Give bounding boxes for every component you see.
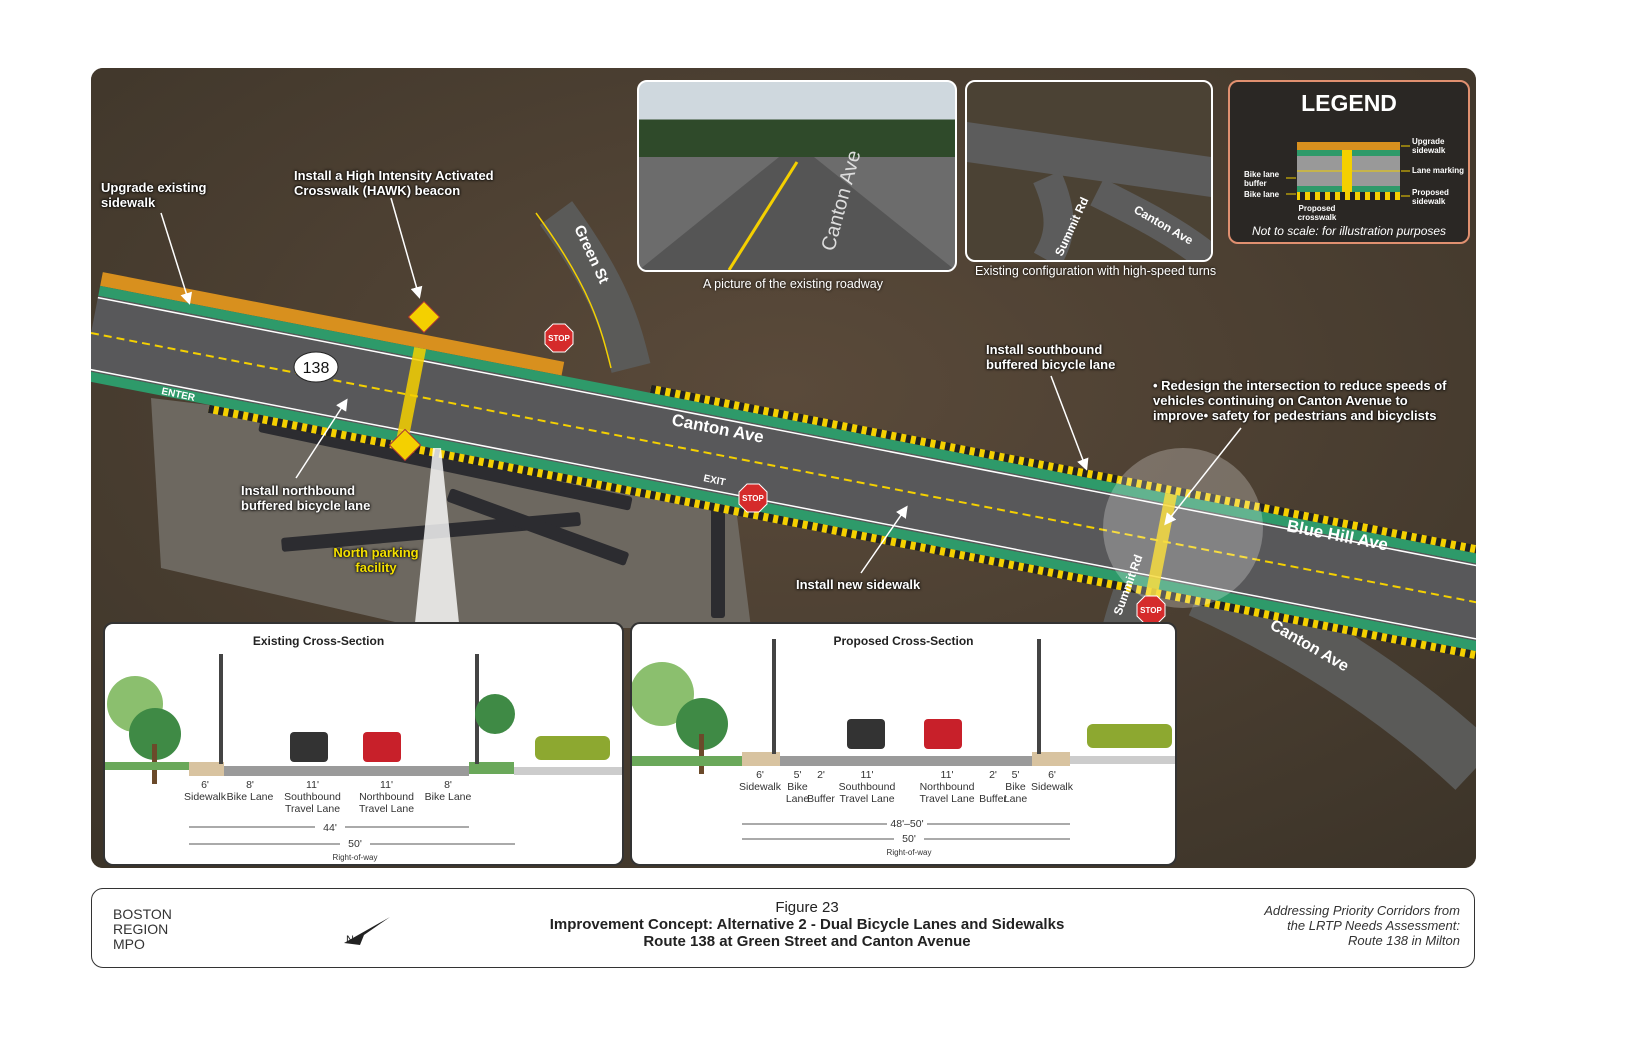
svg-text:138: 138 bbox=[303, 360, 330, 377]
hawk-beacon-icon bbox=[388, 428, 422, 462]
legend-title: LEGEND bbox=[1301, 90, 1397, 116]
svg-text:STOP: STOP bbox=[742, 494, 764, 503]
proposed-sidewalk-north bbox=[649, 384, 1476, 565]
stop-sign-icon: STOP bbox=[1136, 595, 1166, 625]
dimension-segment: 6'Sidewalk bbox=[1030, 769, 1074, 793]
stop-sign-icon: STOP bbox=[738, 483, 768, 513]
hawk-beacon-icon bbox=[407, 300, 441, 334]
dimension-segment: 2'Buffer bbox=[979, 769, 1007, 805]
svg-text:EXIT: EXIT bbox=[702, 473, 726, 488]
stop-sign-icon: STOP bbox=[544, 323, 574, 353]
dimension-segment: 11'Southbound Travel Lane bbox=[284, 779, 341, 815]
parking-label: North parking facility bbox=[333, 545, 419, 575]
inset-existing-configuration: Summit Rd Canton Ave bbox=[965, 80, 1213, 262]
callout-new-sidewalk: Install new sidewalk bbox=[796, 577, 921, 592]
legend-bike-lane: Bike lane bbox=[1244, 190, 1280, 199]
dimension-segment: 8'Bike Lane bbox=[226, 779, 274, 803]
intersection-highlight bbox=[1103, 448, 1263, 608]
photo-caption: A picture of the existing roadway bbox=[703, 277, 883, 291]
cross-section-pointer bbox=[415, 448, 459, 623]
dimension-segment: 5'Bike Lane bbox=[1003, 769, 1028, 805]
upgrade-sidewalk-band bbox=[100, 272, 565, 376]
callout-hawk-beacon: Install a High Intensity Activated Cross… bbox=[294, 168, 494, 198]
callout-southbound-bike-lane: Install southbound buffered bicycle lane bbox=[986, 342, 1116, 372]
inset-photo: Canton Ave bbox=[637, 80, 957, 272]
legend-proposed-sidewalk: Proposed sidewalk bbox=[1412, 188, 1449, 206]
callout-redesign-intersection: • Redesign the intersection to reduce sp… bbox=[1153, 378, 1447, 423]
aerial-map: STOP STOP STOP 138 Canton Ave Blue Hill … bbox=[91, 68, 1476, 868]
svg-text:STOP: STOP bbox=[548, 334, 570, 343]
config-caption: Existing configuration with high-speed t… bbox=[975, 264, 1217, 278]
hawk-crosswalk bbox=[394, 346, 427, 452]
legend: LEGEND Bike lane buffer Bike lane Propos… bbox=[1228, 80, 1470, 244]
legend-lane-marking: Lane marking bbox=[1412, 166, 1465, 175]
dimension-segment: 8'Bike Lane bbox=[424, 779, 472, 803]
dimension-segment: 6'Sidewalk bbox=[183, 779, 227, 803]
callout-northbound-bike-lane: Install northbound buffered bicycle lane bbox=[241, 483, 371, 513]
legend-upgrade-sidewalk: Upgrade sidewalk bbox=[1412, 137, 1446, 155]
route-shield bbox=[293, 351, 339, 383]
dimension-segment: 11'Northbound Travel Lane bbox=[358, 779, 415, 815]
dimension-segment: 2'Buffer bbox=[807, 769, 835, 805]
north-arrow-icon: N bbox=[344, 917, 390, 946]
existing-section-title: Existing Cross-Section bbox=[252, 634, 385, 648]
svg-text:STOP: STOP bbox=[1140, 606, 1162, 615]
svg-text:N: N bbox=[346, 934, 354, 946]
dimension-segment: 5'Bike Lane bbox=[785, 769, 810, 805]
legend-bike-lane-buffer: Bike lane buffer bbox=[1244, 170, 1280, 188]
figure-caption: Figure 23 Improvement Concept: Alternati… bbox=[549, 899, 1065, 950]
dimension-segment: 11'Southbound Travel Lane bbox=[838, 769, 896, 805]
dimension-segment: 11'Northbound Travel Lane bbox=[919, 769, 975, 805]
proposed-section-title: Proposed Cross-Section bbox=[833, 634, 974, 648]
proposed-sidewalk-south bbox=[207, 404, 1476, 667]
dimension-segment: 6'Sidewalk bbox=[738, 769, 782, 793]
route-138-road bbox=[91, 272, 1476, 667]
callout-upgrade-sidewalk: Upgrade existing sidewalk bbox=[101, 180, 207, 210]
legend-proposed-crosswalk: Proposed crosswalk bbox=[1297, 204, 1337, 222]
legend-note: Not to scale: for illustration purposes bbox=[1251, 224, 1447, 238]
